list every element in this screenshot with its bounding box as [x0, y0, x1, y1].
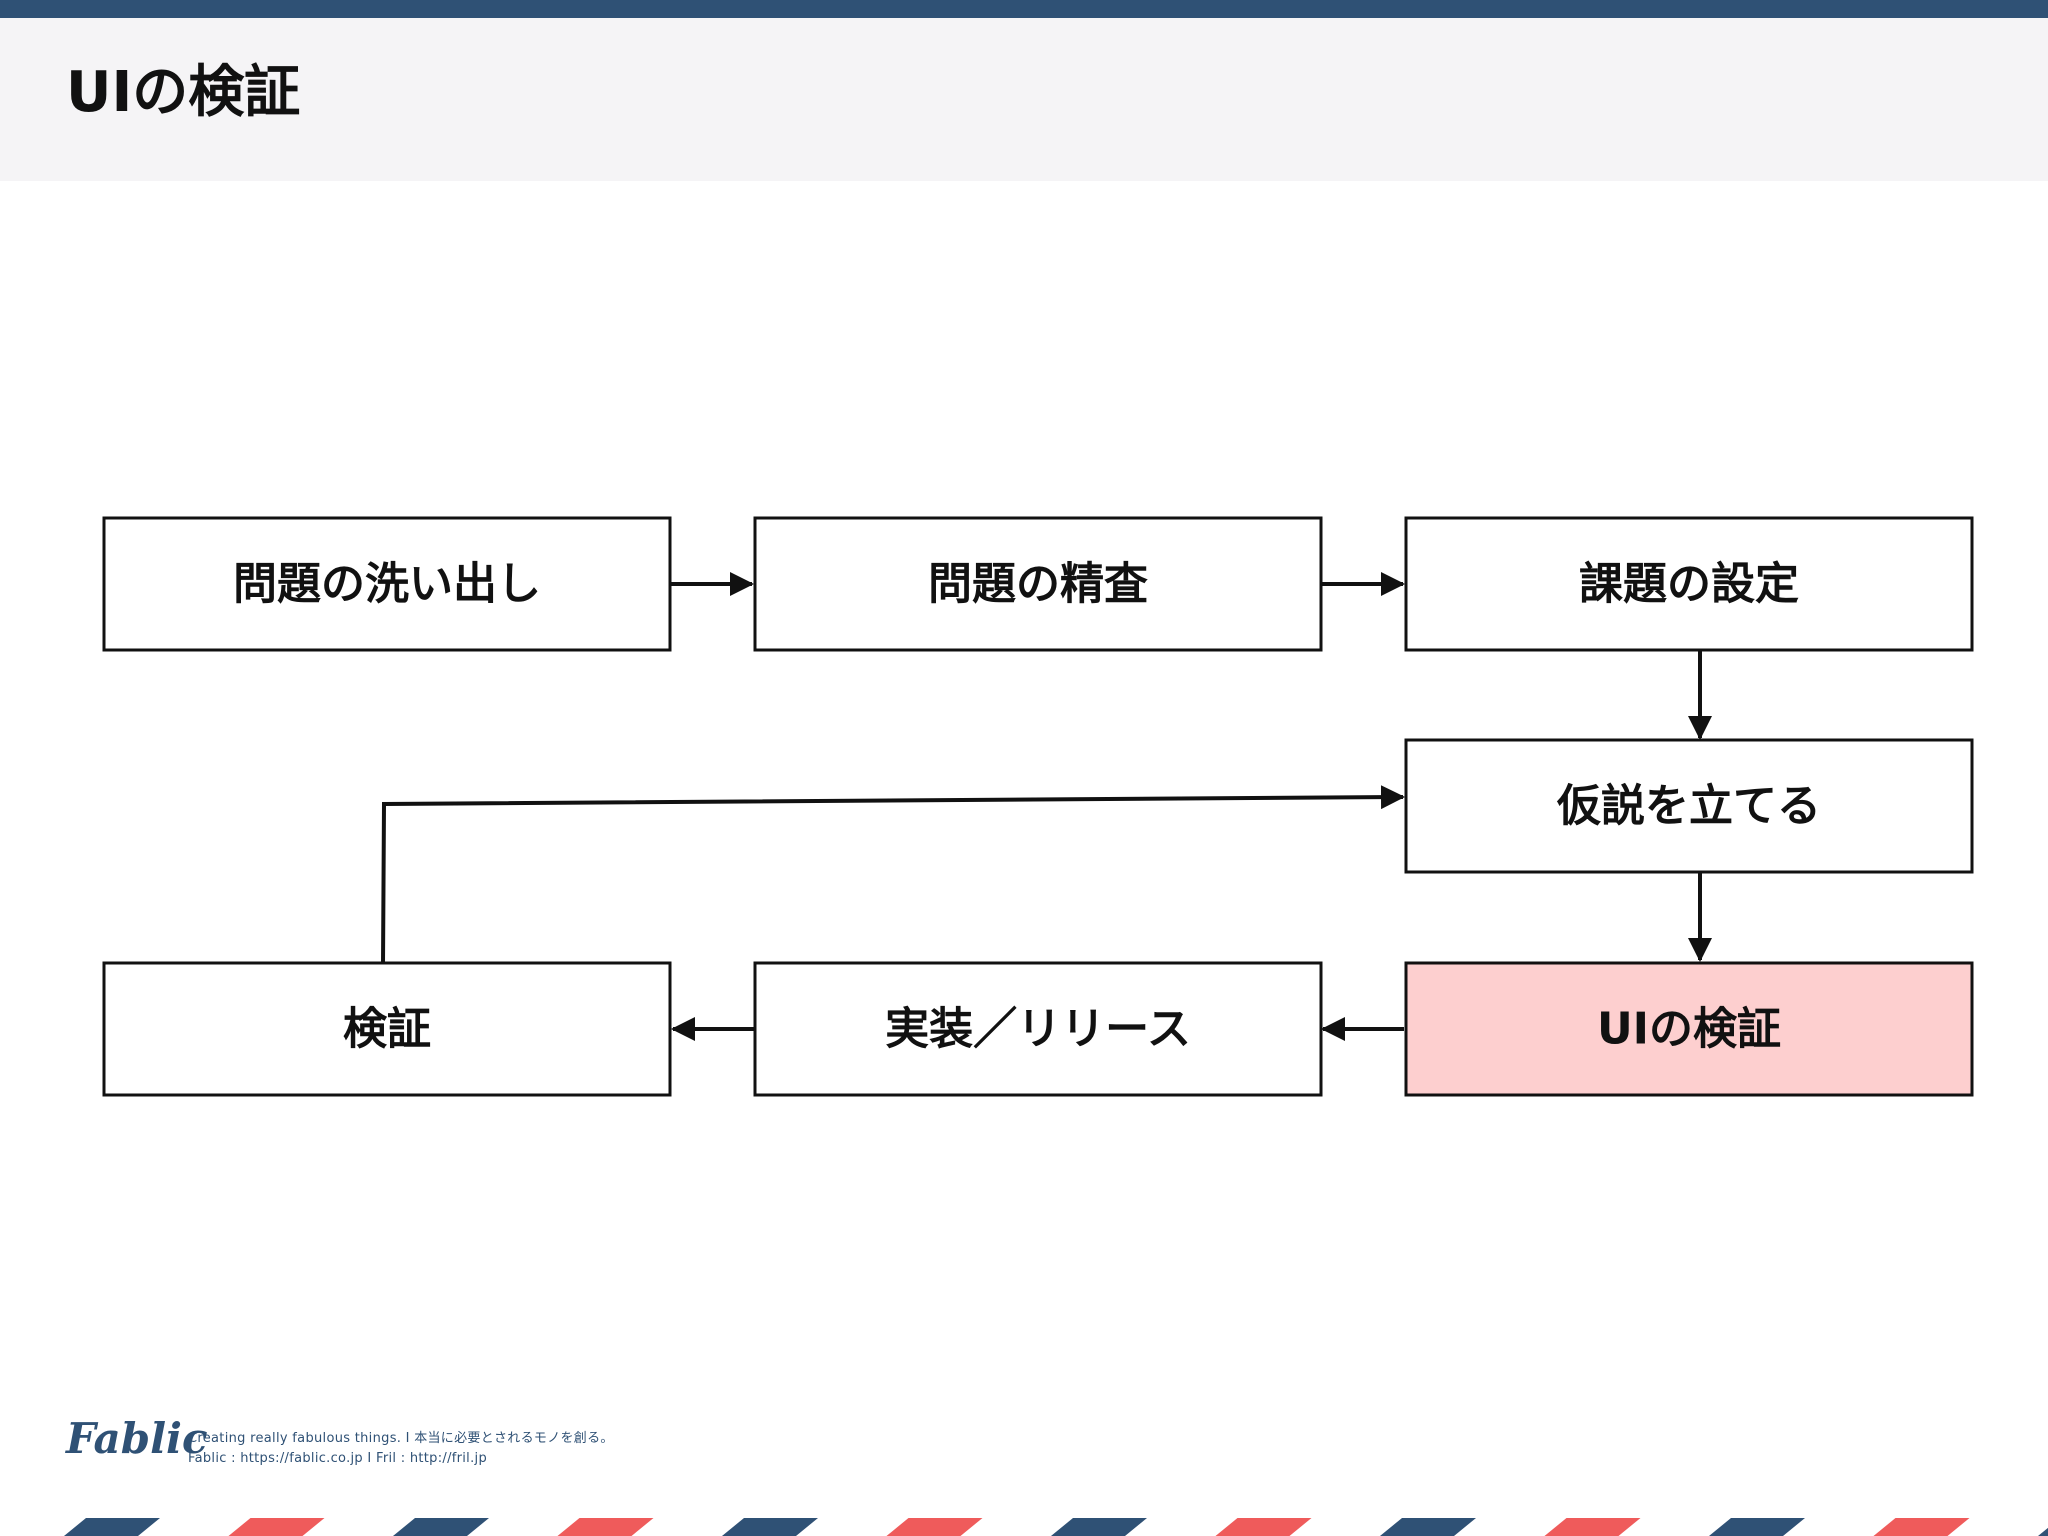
- footer-tagline: Creating really fabulous things. I 本当に必要…: [188, 1431, 614, 1446]
- node-label: 検証: [343, 1004, 431, 1055]
- node-label: 仮説を立てる: [1556, 781, 1821, 832]
- stripe-segment: [1544, 1518, 1641, 1536]
- stripe-segment: [1051, 1518, 1147, 1536]
- stripe-segment: [393, 1518, 489, 1536]
- stripe-segment: [1709, 1518, 1805, 1536]
- top-accent-bar: [0, 0, 2048, 18]
- node-implementation-release: 実装／リリース: [753, 961, 1323, 1097]
- stripe-segment: [557, 1518, 654, 1536]
- fablic-logo: Fablic: [66, 1414, 208, 1463]
- stripe-segment: [722, 1518, 818, 1536]
- node-problem-review: 問題の精査: [753, 516, 1323, 652]
- node-verification: 検証: [102, 961, 672, 1097]
- node-label: UIの検証: [1597, 1004, 1781, 1055]
- node-label: 課題の設定: [1579, 559, 1799, 610]
- slide-header: [0, 18, 2048, 181]
- node-issue-setting: 課題の設定: [1404, 516, 1974, 652]
- airmail-stripe-border: [64, 1518, 2048, 1536]
- stripe-segment: [1380, 1518, 1476, 1536]
- node-ui-verification: UIの検証: [1404, 961, 1974, 1097]
- stripe-segment: [64, 1518, 160, 1536]
- node-label: 問題の精査: [928, 559, 1148, 610]
- node-label: 問題の洗い出し: [233, 559, 541, 610]
- stripe-segment: [228, 1518, 325, 1536]
- stripe-segment: [1215, 1518, 1312, 1536]
- footer-links: Fablic : https://fablic.co.jp I Fril : h…: [188, 1451, 487, 1466]
- node-problem-identification: 問題の洗い出し: [102, 516, 672, 652]
- flow-diagram: 問題の洗い出し 問題の精査 課題の設定 仮説を立てる UIの検証 実装／リリース…: [102, 516, 1974, 1097]
- node-hypothesis: 仮説を立てる: [1404, 738, 1974, 874]
- node-label: 実装／リリース: [885, 1004, 1191, 1055]
- stripe-segment: [2038, 1527, 2048, 1536]
- stripe-segment: [1873, 1518, 1970, 1536]
- slide-title: UIの検証: [66, 60, 301, 125]
- edge-n7-n4: [381, 785, 1405, 966]
- stripe-segment: [886, 1518, 983, 1536]
